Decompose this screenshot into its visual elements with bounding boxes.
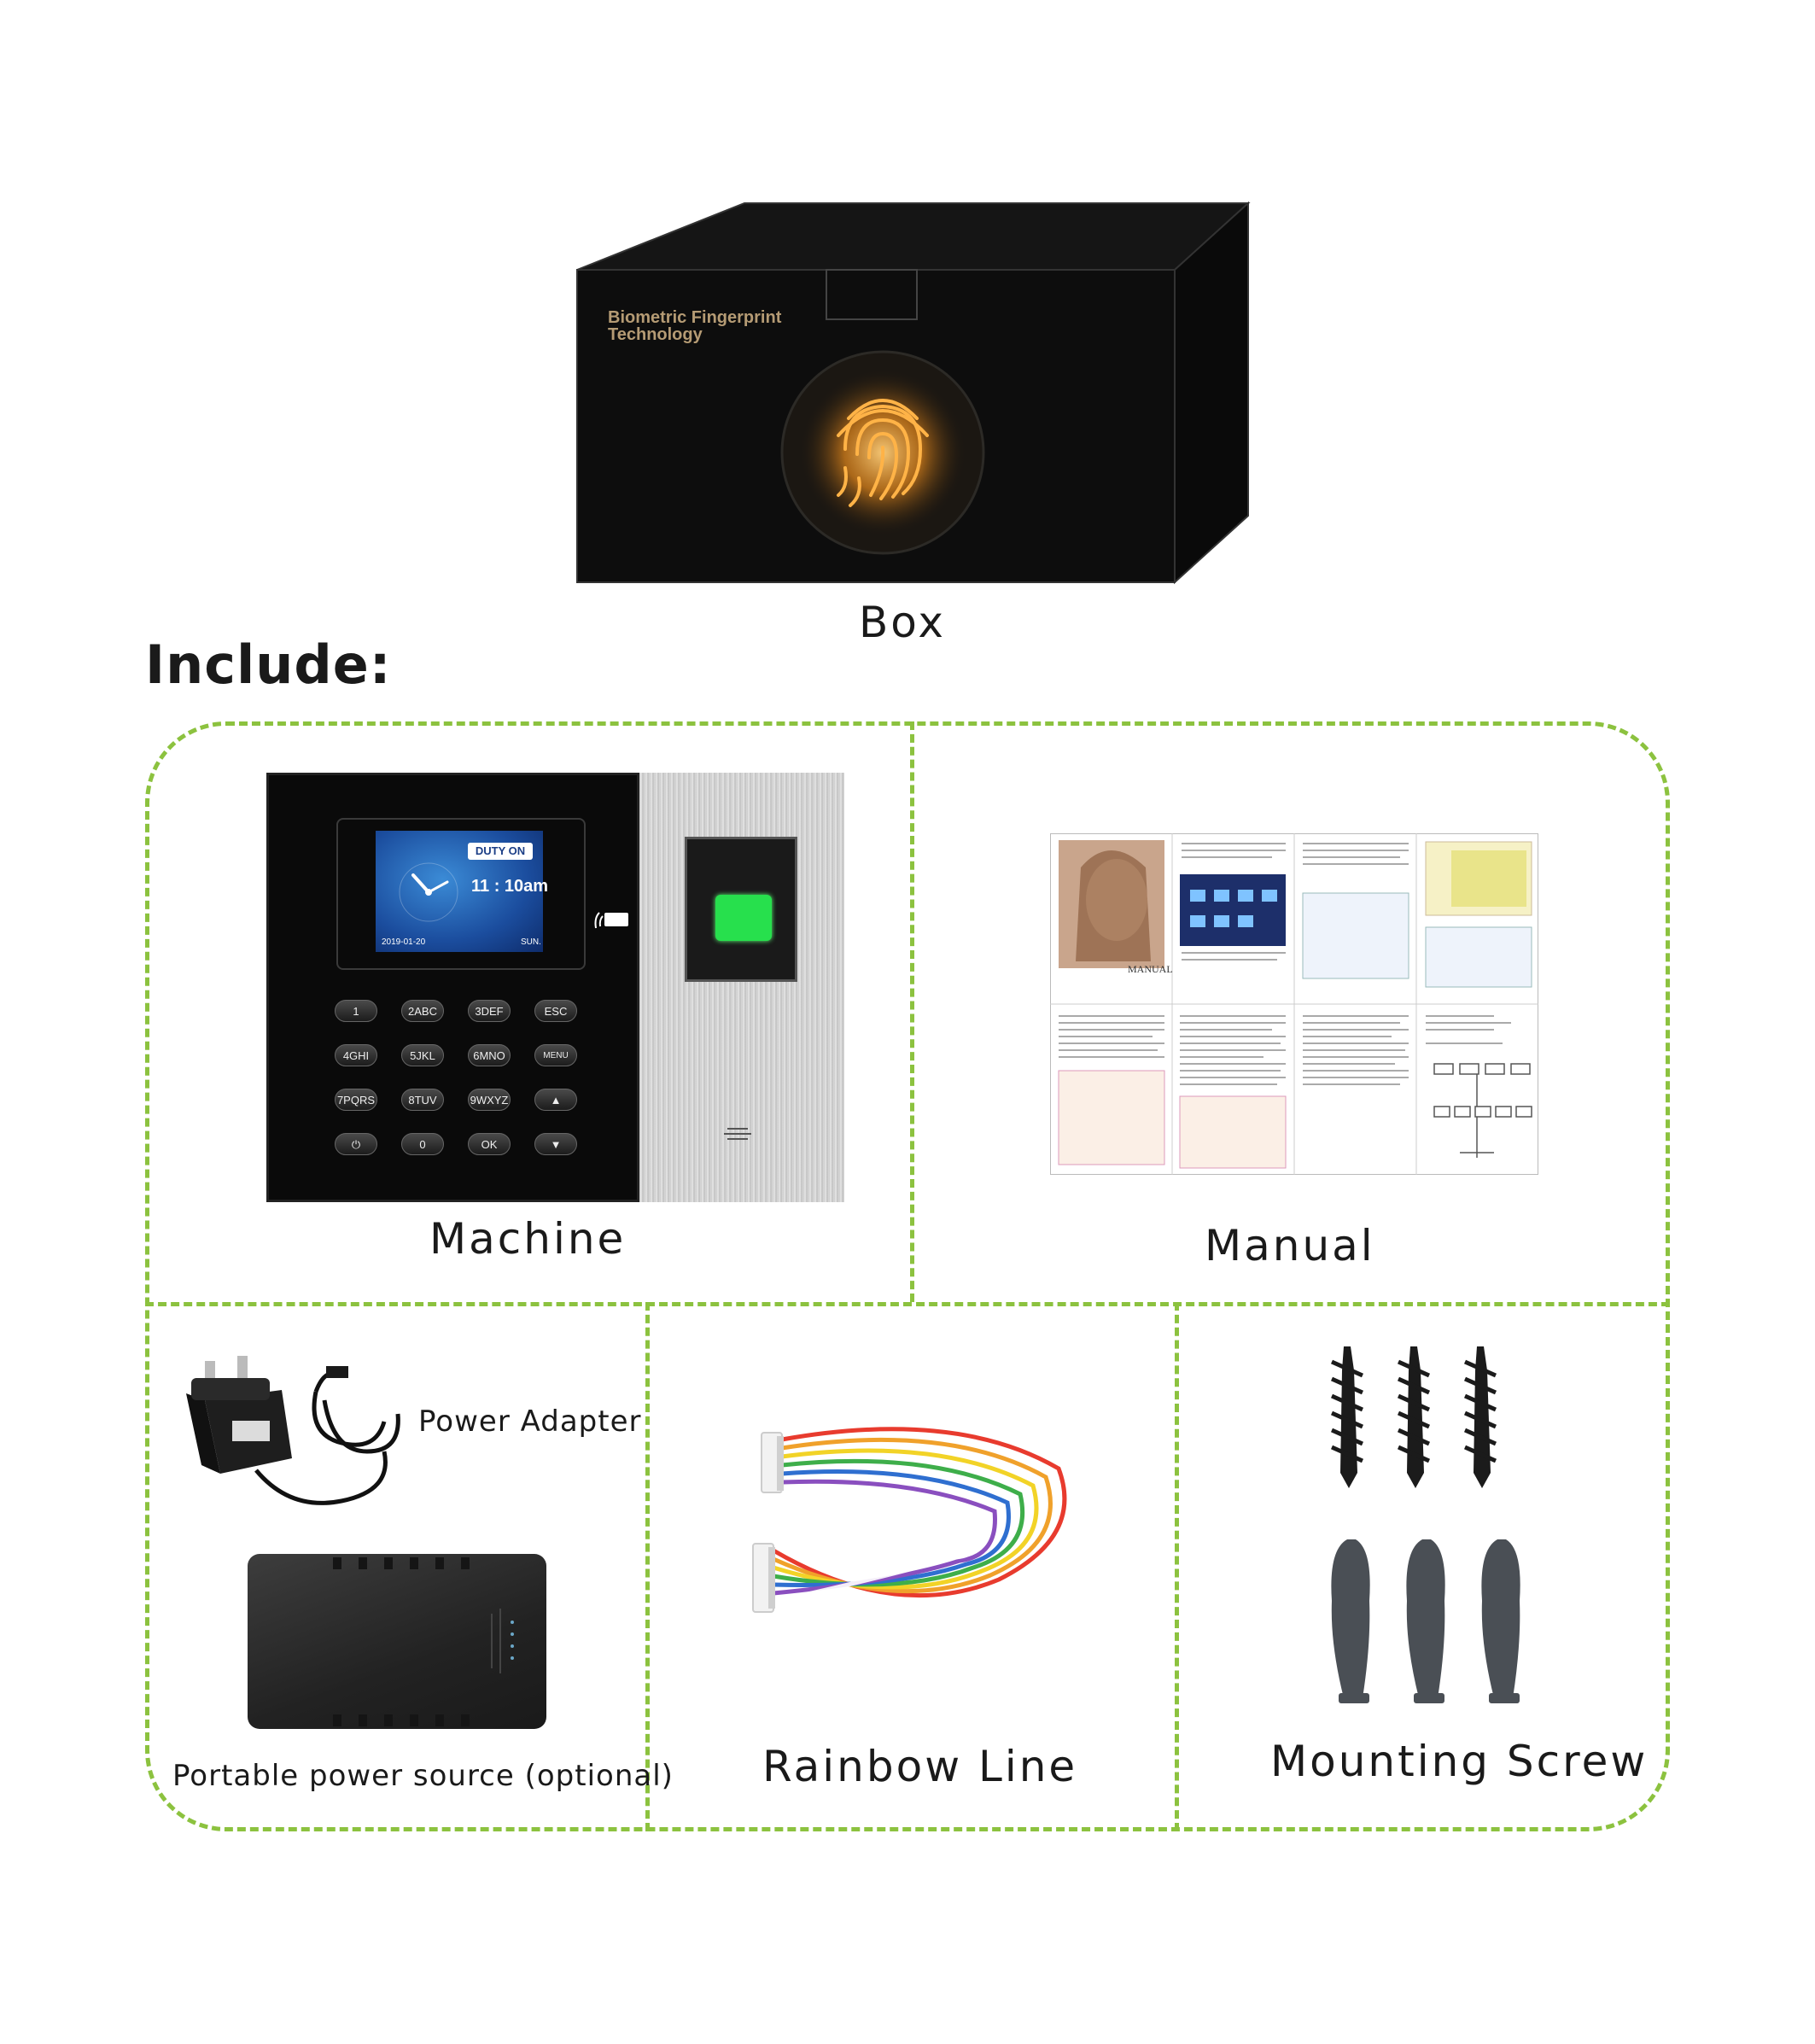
key-1: 1: [335, 1000, 377, 1022]
power-bank-details: [333, 1557, 514, 1726]
key-4: 4GHI: [335, 1044, 377, 1066]
fingerprint-icon: [837, 399, 929, 507]
rainbow-line-label: Rainbow Line: [762, 1742, 1078, 1791]
key-2: 2ABC: [401, 1000, 444, 1022]
manual-cover-title: MANUAL: [1128, 963, 1173, 975]
box-title-line1: Biometric Fingerprint: [608, 308, 782, 327]
mounting-screws-image: [1330, 1346, 1520, 1703]
key-down: ▼: [534, 1133, 577, 1155]
key-9: 9WXYZ: [468, 1089, 511, 1111]
key-power: ⏻: [335, 1133, 377, 1155]
fingerprint-sensor: [715, 895, 772, 941]
key-5: 5JKL: [401, 1044, 444, 1066]
card-reader-icon: [594, 912, 628, 929]
duty-status: DUTY ON: [468, 843, 533, 860]
rainbow-cable-image: [752, 1427, 1067, 1613]
screen-day: SUN.: [521, 937, 541, 947]
key-up: ▲: [534, 1089, 577, 1111]
machine-label: Machine: [429, 1214, 627, 1264]
wall-anchor-icon: [1331, 1539, 1520, 1703]
manual-label: Manual: [1205, 1221, 1375, 1270]
key-7: 7PQRS: [335, 1089, 377, 1111]
portable-power-source-image: [248, 1554, 546, 1729]
power-adapter-label: Power Adapter: [418, 1405, 642, 1439]
screw-icon: [1330, 1346, 1497, 1488]
analog-clock-icon: [399, 862, 458, 922]
box-label: Box: [859, 598, 946, 647]
time-attendance-machine: DUTY ON 11 : 10am 2019-01-20 SUN. 1 2ABC…: [266, 773, 844, 1202]
divider-vertical-bottom-right: [1175, 1302, 1179, 1831]
screen-time: 11 : 10am: [471, 877, 549, 896]
key-0: 0: [401, 1133, 444, 1155]
box-illustration: [576, 201, 1251, 585]
divider-vertical-bottom-left: [645, 1302, 650, 1831]
key-esc: ESC: [534, 1000, 577, 1022]
include-heading: Include:: [145, 634, 392, 696]
divider-vertical-top: [910, 721, 914, 1302]
screen-date: 2019-01-20: [382, 937, 426, 947]
divider-horizontal: [145, 1302, 1670, 1306]
speaker-grille-icon: [724, 1128, 751, 1140]
key-menu: MENU: [534, 1044, 577, 1066]
include-frame: [145, 721, 1670, 1831]
key-ok: OK: [468, 1133, 511, 1155]
power-adapter-image: [186, 1356, 400, 1505]
key-3: 3DEF: [468, 1000, 511, 1022]
manual-illustration: [1050, 833, 1538, 1175]
key-8: 8TUV: [401, 1089, 444, 1111]
mounting-screw-label: Mounting Screw: [1270, 1737, 1649, 1786]
fingerprint-window: [685, 837, 797, 982]
box-title-line2: Technology: [608, 325, 703, 344]
screen-bezel: [336, 818, 586, 970]
box-title: Biometric Fingerprint Technology: [608, 309, 781, 343]
portable-power-label: Portable power source (optional): [172, 1759, 674, 1793]
key-6: 6MNO: [468, 1044, 511, 1066]
